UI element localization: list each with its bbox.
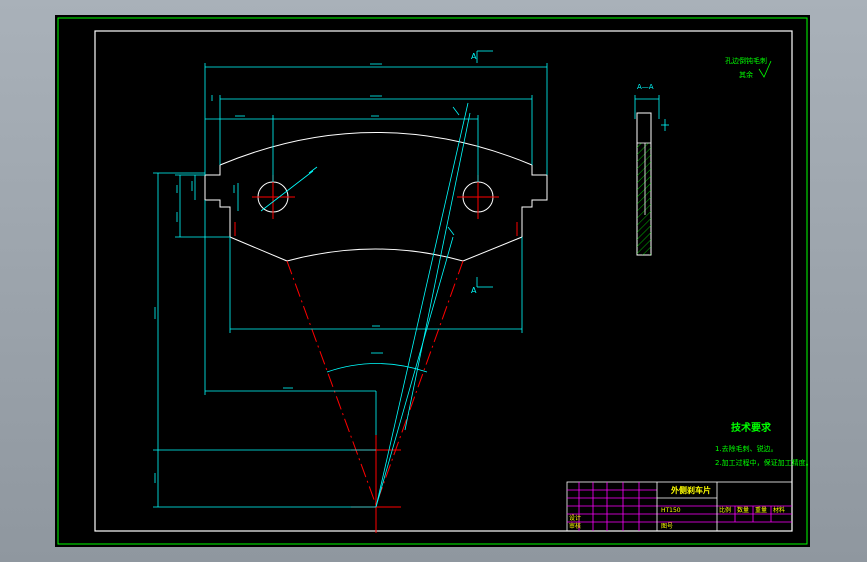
section-view-label: A—A xyxy=(637,83,654,91)
dimension-lines xyxy=(153,50,669,508)
svg-text:数量: 数量 xyxy=(737,506,749,514)
svg-text:图号: 图号 xyxy=(661,523,673,530)
part-name: 外侧刹车片 xyxy=(671,485,711,495)
outer-frame xyxy=(57,17,808,545)
svg-text:设计: 设计 xyxy=(569,514,581,522)
svg-text:审核: 审核 xyxy=(569,522,581,530)
section-marker-bottom: A xyxy=(471,286,477,295)
tech-req-item-1: 1.去除毛刺、锐边。 xyxy=(715,444,778,453)
section-view xyxy=(636,112,652,256)
technical-requirements: 技术要求 1.去除毛刺、锐边。 2.加工过程中，保证加工精度。 xyxy=(715,421,810,467)
svg-text:重量: 重量 xyxy=(755,506,767,514)
svg-text:孔边倒钝毛刺: 孔边倒钝毛刺 xyxy=(725,56,767,65)
roughness-note: 孔边倒钝毛刺 其余 xyxy=(725,56,772,79)
title-block xyxy=(566,481,793,532)
material-value: HT150 xyxy=(661,507,681,514)
title-block-text: 外侧刹车片 HT150 比例 数量 重量 材料 设计 审核 图号 xyxy=(569,485,785,530)
inner-border xyxy=(94,30,793,532)
drawing-canvas[interactable]: A A A—A 孔边倒钝毛刺 其余 技术要求 1.去除毛刺、锐边。 2.加工过程… xyxy=(55,15,810,547)
svg-text:比例: 比例 xyxy=(719,506,731,514)
svg-text:材料: 材料 xyxy=(773,506,785,514)
center-lines xyxy=(234,175,518,533)
tech-req-heading: 技术要求 xyxy=(731,421,772,434)
dimension-values xyxy=(154,63,460,483)
section-marker-top: A xyxy=(471,52,477,61)
svg-text:其余: 其余 xyxy=(739,70,753,79)
tech-req-item-2: 2.加工过程中，保证加工精度。 xyxy=(715,458,810,467)
